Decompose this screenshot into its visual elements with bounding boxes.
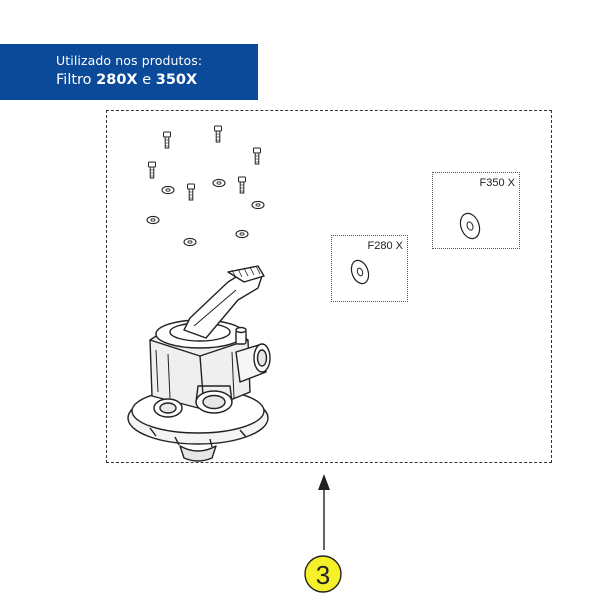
banner-conjunction: e	[137, 72, 156, 88]
washer-icon	[251, 200, 265, 210]
bolt-icon	[238, 176, 246, 194]
f350-label: F350 X	[479, 177, 515, 189]
banner-model-b: 350X	[155, 72, 198, 88]
washer-icon	[146, 215, 160, 225]
callout-badge	[304, 555, 342, 593]
kit-frame	[106, 110, 552, 463]
washer-f350-icon	[459, 212, 481, 240]
selector-valve-icon	[127, 265, 271, 462]
bolt-icon	[163, 131, 171, 149]
f280-label: F280 X	[367, 240, 403, 252]
banner-line-2: Filtro 280X e 350X	[56, 70, 258, 90]
callout-number: 3	[316, 560, 330, 590]
washer-f280-icon	[350, 259, 370, 285]
bolt-icon	[187, 183, 195, 201]
banner-prefix: Filtro	[56, 72, 97, 88]
washer-icon	[161, 185, 175, 195]
spare-box-f350: F350 X	[432, 172, 520, 249]
washer-icon	[235, 229, 249, 239]
spare-box-f280: F280 X	[331, 235, 408, 302]
washer-icon	[212, 178, 226, 188]
product-banner: Utilizado nos produtos: Filtro 280X e 35…	[0, 44, 258, 100]
arrow-up-icon	[318, 474, 330, 490]
banner-model-a: 280X	[96, 72, 138, 88]
washer-icon	[183, 237, 197, 247]
banner-line-1: Utilizado nos produtos:	[56, 53, 203, 68]
bolt-icon	[214, 125, 222, 143]
bolt-icon	[148, 161, 156, 179]
bolt-icon	[253, 147, 261, 165]
